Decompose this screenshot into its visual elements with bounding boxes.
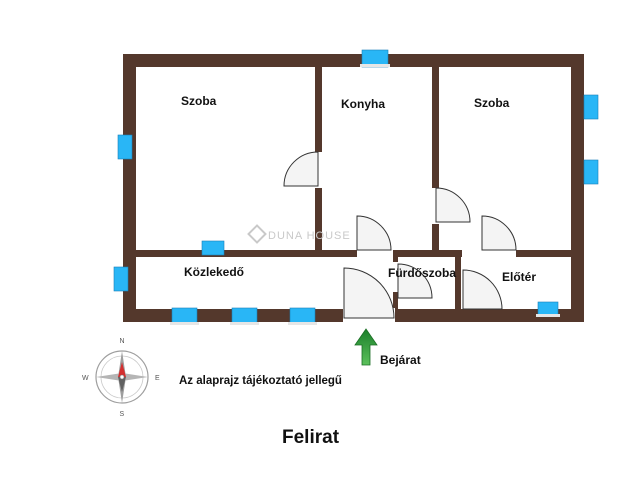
- room-label-room1: Szoba: [181, 94, 217, 108]
- room-label-corridor: Közlekedő: [184, 265, 244, 279]
- compass-e: E: [155, 375, 160, 382]
- caption: Felirat: [282, 427, 340, 448]
- door-swings: [283, 151, 517, 319]
- room-label-bathroom: Fürdőszoba: [388, 266, 456, 280]
- room-label-hall: Előtér: [502, 270, 536, 284]
- watermark: DUNA HOUSE: [247, 224, 351, 244]
- window-bottom-2: [231, 307, 258, 325]
- entrance-arrow-icon: [354, 328, 378, 366]
- window-left-lower: [113, 266, 129, 292]
- compass-s: S: [120, 411, 125, 418]
- window-bottom-1: [171, 307, 198, 325]
- door-kitchen: [356, 215, 392, 251]
- disclaimer-note: Az alaprajz tájékoztató jellegű: [179, 375, 342, 387]
- room-label-room2: Szoba: [474, 96, 510, 110]
- door-room1-kitchen: [283, 151, 319, 187]
- door-entrance: [343, 267, 395, 319]
- window-left-upper: [117, 134, 133, 160]
- window-sills: [170, 64, 560, 325]
- window-bottom-4: [537, 301, 559, 317]
- windows: [113, 49, 599, 325]
- door-room2-side: [435, 187, 471, 223]
- door-bathroom: [397, 263, 433, 299]
- room-label-kitchen: Konyha: [341, 97, 385, 111]
- window-right-upper: [583, 94, 599, 120]
- window-inner: [201, 240, 225, 256]
- door-hall: [462, 269, 503, 310]
- door-room2: [481, 215, 517, 251]
- window-right-lower: [583, 159, 599, 185]
- window-bottom-3: [289, 307, 316, 325]
- entrance-label: Bejárat: [380, 353, 421, 367]
- watermark-text: DUNA HOUSE: [268, 230, 351, 242]
- compass-n: N: [120, 338, 125, 345]
- compass-w: W: [82, 375, 89, 382]
- compass-icon: N S E W: [82, 338, 160, 418]
